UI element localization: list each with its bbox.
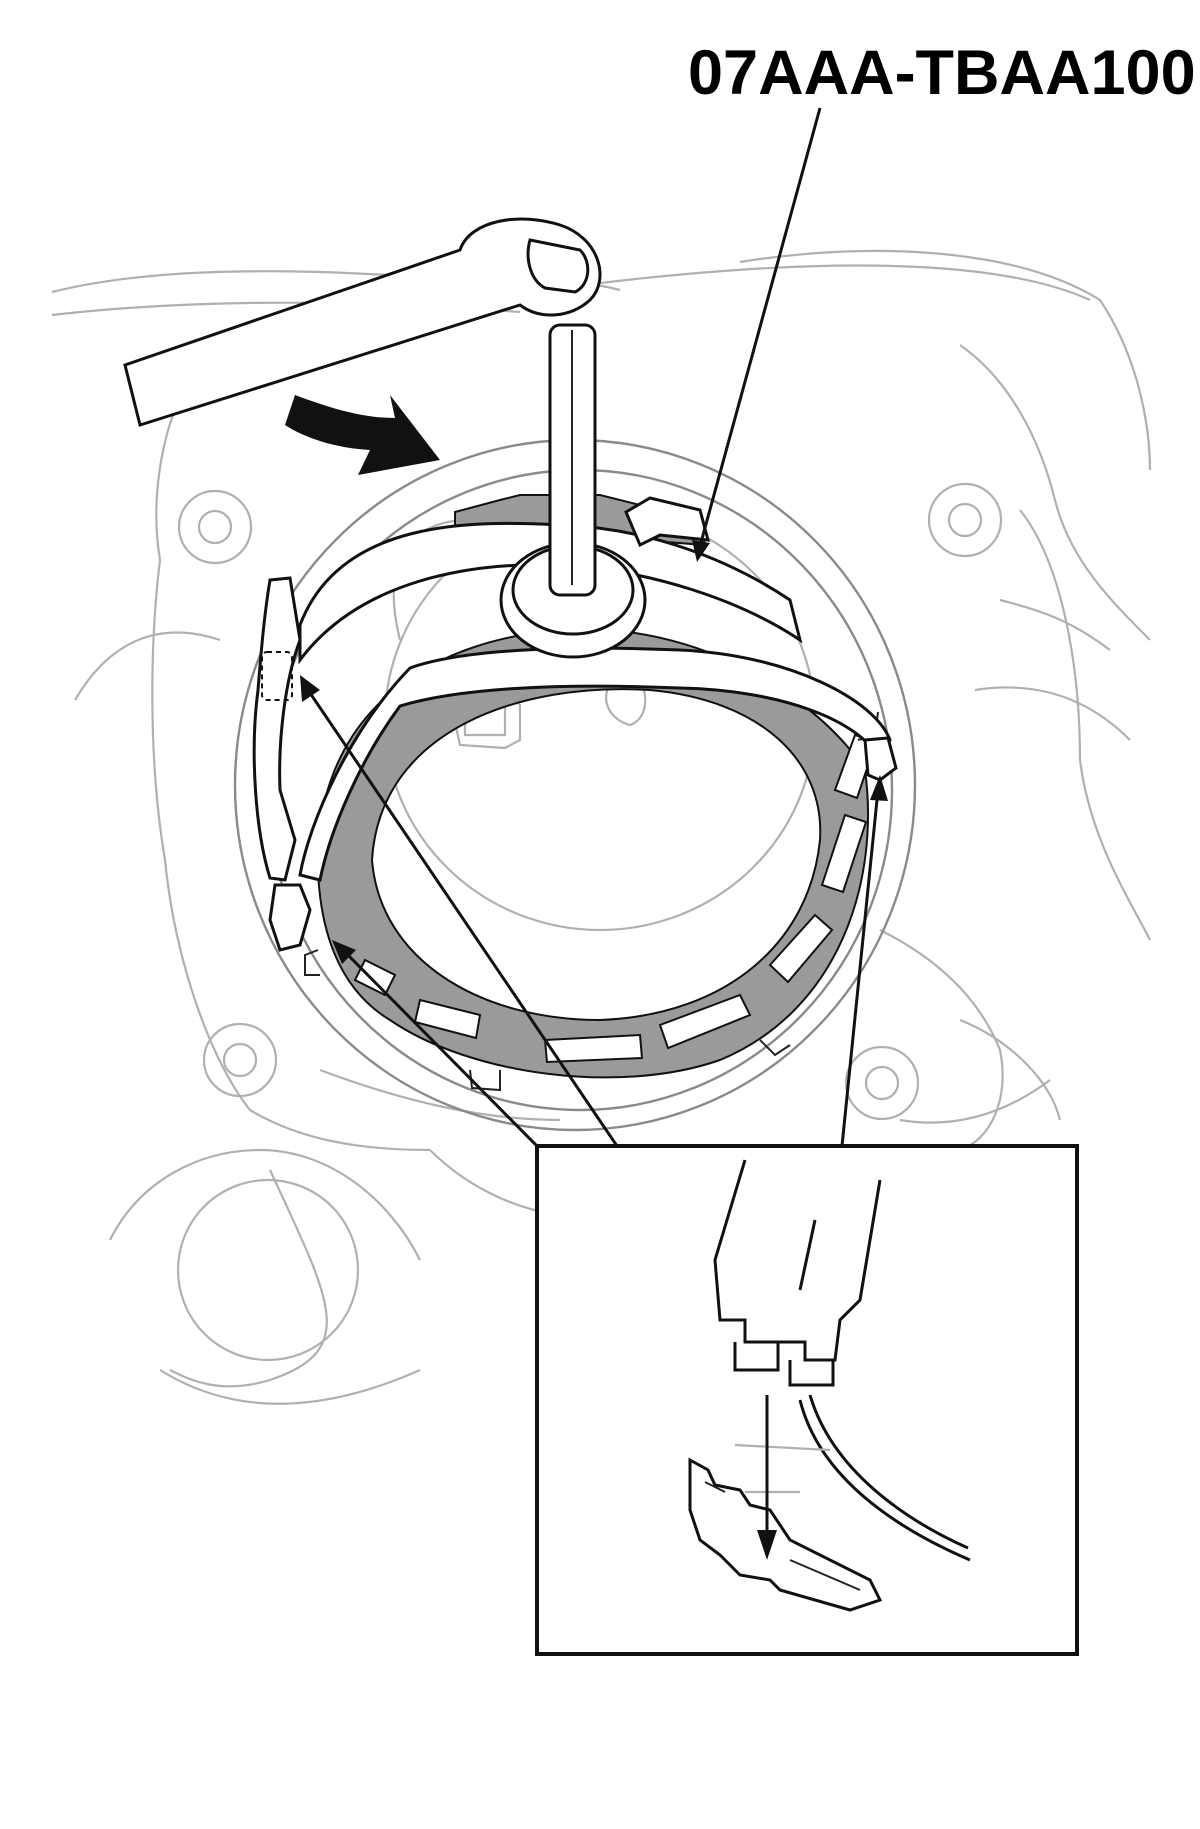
- callout-arrows: [300, 107, 888, 1148]
- part-number-label: 07AAA-TBAA100: [688, 38, 1196, 108]
- special-tool-07AAA-TBAA100: [252, 496, 898, 952]
- torque-wrench: [123, 217, 602, 597]
- detail-inset: [535, 1144, 1079, 1656]
- curved-arrow-icon: [285, 395, 440, 475]
